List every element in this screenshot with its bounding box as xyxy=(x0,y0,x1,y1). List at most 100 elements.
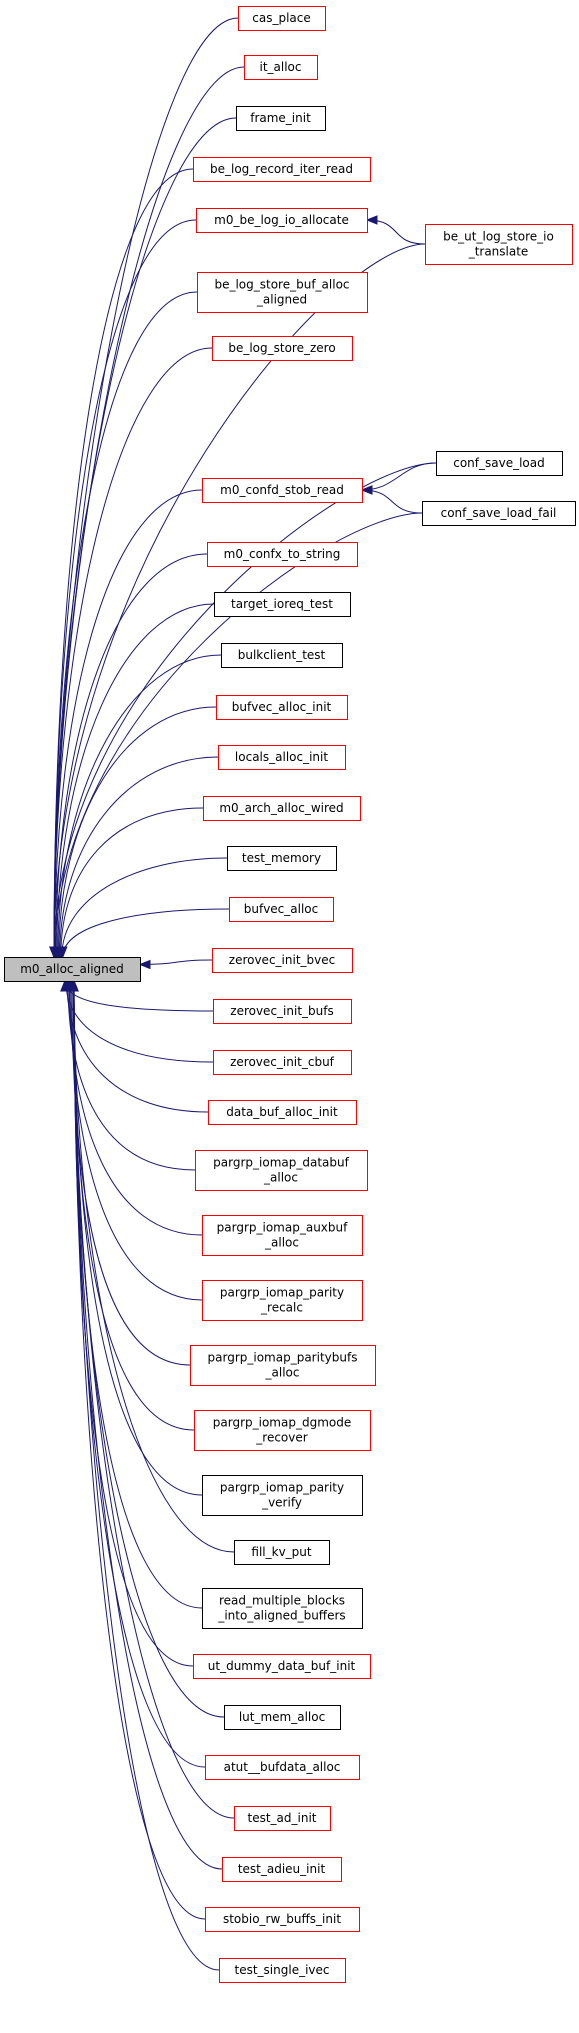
edge-test-single-ivec-to-root xyxy=(73,980,220,1971)
node-zerovec-init-bvec-box xyxy=(212,948,353,973)
node-atut-bufdata-alloc[interactable]: atut__bufdata_alloc xyxy=(205,1755,360,1780)
node-pargrp-iomap-databuf-alloc[interactable]: pargrp_iomap_databuf_alloc xyxy=(195,1150,368,1191)
node-test-adieu-init[interactable]: test_adieu_init xyxy=(222,1857,342,1882)
edge-test-ad-init-to-root xyxy=(73,980,235,1819)
edge-frame-init-to-root xyxy=(53,117,237,958)
node-m0-confx-to-string-box xyxy=(207,542,358,567)
node-conf-save-load-fail[interactable]: conf_save_load_fail xyxy=(422,501,576,526)
node-pargrp-iomap-auxbuf-alloc-box xyxy=(202,1215,363,1256)
node-test-single-ivec-box xyxy=(219,1958,346,1983)
node-atut-bufdata-alloc-box xyxy=(205,1755,360,1780)
node-fill-kv-put-label-line-1: fill_kv_put xyxy=(251,1545,312,1559)
node-zerovec-init-bufs-box xyxy=(213,999,352,1024)
node-test-ad-init-label-line-1: test_ad_init xyxy=(248,1811,317,1825)
node-conf-save-load-fail-box xyxy=(422,501,576,526)
edge-it-alloc-to-root xyxy=(53,66,245,958)
node-m0-confd-stob-read[interactable]: m0_confd_stob_read xyxy=(202,478,363,503)
node-bufvec-alloc-init-label-line-1: bufvec_alloc_init xyxy=(232,700,332,714)
node-bufvec-alloc[interactable]: bufvec_alloc xyxy=(229,897,334,922)
node-be-log-store-zero-box xyxy=(212,336,353,361)
node-stobio-rw-buffs-init[interactable]: stobio_rw_buffs_init xyxy=(205,1907,360,1932)
edges-layer xyxy=(49,17,437,1971)
node-it-alloc-label-line-1: it_alloc xyxy=(260,60,302,74)
node-pargrp-iomap-parity-recalc-label-line-1: pargrp_iomap_parity xyxy=(220,1286,344,1300)
node-test-memory-label-line-1: test_memory xyxy=(242,851,321,865)
edge-zerovec-init-bufs-to-root xyxy=(64,980,214,1012)
node-bulkclient-test-label-line-1: bulkclient_test xyxy=(238,648,326,662)
node-pargrp-iomap-auxbuf-alloc-label-line-2: _alloc xyxy=(264,1236,299,1250)
edge-m0-be-log-io-allocate-to-root xyxy=(53,219,197,958)
node-pargrp-iomap-parity-verify-label-line-2: _verify xyxy=(261,1496,302,1510)
node-pargrp-iomap-dgmode-recover[interactable]: pargrp_iomap_dgmode_recover xyxy=(194,1410,371,1451)
node-test-single-ivec[interactable]: test_single_ivec xyxy=(219,1958,346,1983)
node-pargrp-iomap-auxbuf-alloc-label-line-1: pargrp_iomap_auxbuf xyxy=(217,1221,348,1235)
node-lut-mem-alloc[interactable]: lut_mem_alloc xyxy=(224,1705,341,1730)
node-be-log-store-zero[interactable]: be_log_store_zero xyxy=(212,336,353,361)
edge-m0-confx-to-string-to-root xyxy=(55,553,208,958)
node-read-multiple-blocks-into-aligned-buffers[interactable]: read_multiple_blocks_into_aligned_buffer… xyxy=(202,1588,363,1629)
node-pargrp-iomap-dgmode-recover-box xyxy=(194,1410,371,1451)
edge-zerovec-init-cbuf-to-root xyxy=(65,980,214,1063)
node-be-log-record-iter-read-label-line-1: be_log_record_iter_read xyxy=(210,162,353,176)
node-test-memory[interactable]: test_memory xyxy=(227,846,337,871)
node-cas-place-label-line-1: cas_place xyxy=(252,11,311,25)
node-zerovec-init-bufs[interactable]: zerovec_init_bufs xyxy=(213,999,352,1024)
node-it-alloc[interactable]: it_alloc xyxy=(244,55,318,80)
node-test-ad-init-box xyxy=(234,1806,331,1831)
node-be-log-store-buf-alloc-aligned-box xyxy=(197,272,368,313)
node-m0-confx-to-string[interactable]: m0_confx_to_string xyxy=(207,542,358,567)
node-target-ioreq-test[interactable]: target_ioreq_test xyxy=(214,592,351,617)
node-zerovec-init-bvec[interactable]: zerovec_init_bvec xyxy=(212,948,353,973)
node-ut-dummy-data-buf-init-label-line-1: ut_dummy_data_buf_init xyxy=(208,1659,356,1673)
node-bufvec-alloc-init[interactable]: bufvec_alloc_init xyxy=(216,695,348,720)
edge-bulkclient-test-to-root xyxy=(57,654,222,958)
node-be-ut-log-store-io-translate[interactable]: be_ut_log_store_io_translate xyxy=(425,224,573,265)
node-fill-kv-put-box xyxy=(234,1540,330,1565)
node-pargrp-iomap-auxbuf-alloc[interactable]: pargrp_iomap_auxbuf_alloc xyxy=(202,1215,363,1256)
node-pargrp-iomap-dgmode-recover-label-line-2: _recover xyxy=(255,1431,307,1445)
node-ut-dummy-data-buf-init[interactable]: ut_dummy_data_buf_init xyxy=(193,1654,371,1679)
node-frame-init-label-line-1: frame_init xyxy=(250,111,311,125)
node-pargrp-iomap-parity-recalc[interactable]: pargrp_iomap_parity_recalc xyxy=(202,1280,363,1321)
edge-pargrp-iomap-parity-verify-to-root xyxy=(73,980,203,1496)
node-m0-be-log-io-allocate[interactable]: m0_be_log_io_allocate xyxy=(196,208,368,233)
node-pargrp-iomap-paritybufs-alloc-box xyxy=(190,1345,376,1386)
edge-locals-alloc-init-to-root xyxy=(59,756,219,958)
node-target-ioreq-test-box xyxy=(214,592,351,617)
node-conf-save-load-fail-label-line-1: conf_save_load_fail xyxy=(441,506,557,520)
node-be-ut-log-store-io-translate-label-line-1: be_ut_log_store_io xyxy=(443,230,554,244)
node-zerovec-init-cbuf-box xyxy=(213,1050,352,1075)
node-pargrp-iomap-parity-recalc-box xyxy=(202,1280,363,1321)
node-be-log-store-buf-alloc-aligned[interactable]: be_log_store_buf_alloc_aligned xyxy=(197,272,368,313)
node-root[interactable]: m0_alloc_aligned xyxy=(4,957,141,982)
node-test-ad-init[interactable]: test_ad_init xyxy=(234,1806,331,1831)
node-be-ut-log-store-io-translate-box xyxy=(425,224,573,265)
node-m0-confx-to-string-label-line-1: m0_confx_to_string xyxy=(224,547,341,561)
node-m0-arch-alloc-wired[interactable]: m0_arch_alloc_wired xyxy=(203,796,361,821)
nodes-layer: m0_alloc_aligned cas_place it_alloc frame_i… xyxy=(4,6,576,1983)
edge-pargrp-iomap-auxbuf-alloc-to-root xyxy=(68,980,203,1236)
node-bulkclient-test-box xyxy=(221,643,343,668)
node-fill-kv-put[interactable]: fill_kv_put xyxy=(234,1540,330,1565)
node-locals-alloc-init[interactable]: locals_alloc_init xyxy=(218,745,346,770)
node-conf-save-load-box xyxy=(436,451,563,476)
node-pargrp-iomap-paritybufs-alloc[interactable]: pargrp_iomap_paritybufs_alloc xyxy=(190,1345,376,1386)
node-pargrp-iomap-paritybufs-alloc-label-line-2: _alloc xyxy=(265,1366,300,1380)
node-pargrp-iomap-parity-verify[interactable]: pargrp_iomap_parity_verify xyxy=(202,1475,363,1516)
node-read-multiple-blocks-into-aligned-buffers-label-line-1: read_multiple_blocks xyxy=(219,1594,345,1608)
node-frame-init[interactable]: frame_init xyxy=(236,106,326,131)
node-zerovec-init-cbuf-label-line-1: zerovec_init_cbuf xyxy=(230,1055,335,1069)
node-test-single-ivec-label-line-1: test_single_ivec xyxy=(235,1963,330,1977)
node-bulkclient-test[interactable]: bulkclient_test xyxy=(221,643,343,668)
node-bufvec-alloc-init-box xyxy=(216,695,348,720)
edge-be-ut-log-store-io-translate-to-root xyxy=(53,243,426,958)
node-read-multiple-blocks-into-aligned-buffers-label-line-2: _into_aligned_buffers xyxy=(217,1609,345,1623)
node-conf-save-load[interactable]: conf_save_load xyxy=(436,451,563,476)
node-zerovec-init-cbuf[interactable]: zerovec_init_cbuf xyxy=(213,1050,352,1075)
node-be-log-record-iter-read[interactable]: be_log_record_iter_read xyxy=(193,157,371,182)
node-locals-alloc-init-box xyxy=(218,745,346,770)
node-cas-place[interactable]: cas_place xyxy=(238,6,326,31)
node-be-ut-log-store-io-translate-label-line-2: _translate xyxy=(468,245,529,259)
node-data-buf-alloc-init[interactable]: data_buf_alloc_init xyxy=(208,1100,357,1125)
node-test-adieu-init-label-line-1: test_adieu_init xyxy=(238,1862,326,1876)
